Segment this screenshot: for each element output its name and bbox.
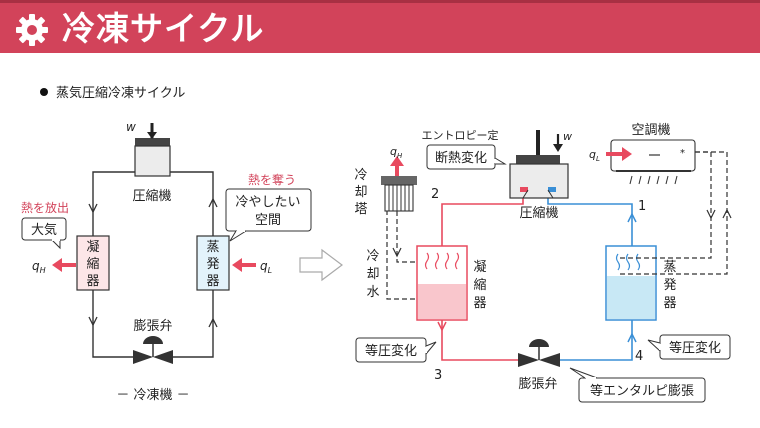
transition-arrow	[299, 248, 343, 282]
isenthalpic-label: 等エンタルピ膨張	[590, 383, 694, 399]
cool-space-line-1: 冷やしたい	[235, 195, 300, 210]
left-cycle: w 圧縮機 凝 縮 器 蒸 発 器 膨張弁 熱を放出 大気 qH 熱を奪う	[21, 120, 312, 403]
isenthalpic-callout	[578, 377, 706, 403]
left-condenser-char-3: 器	[86, 274, 99, 289]
aircon-loop	[620, 151, 728, 275]
left-evaporator-box	[196, 235, 230, 291]
tower-char-3: 塔	[354, 202, 367, 217]
right-condenser-char-1: 凝	[473, 259, 486, 275]
left-condenser-char-2: 縮	[86, 256, 99, 272]
right-evaporator	[605, 245, 657, 321]
left-expansion-valve	[133, 336, 173, 364]
left-loop-lines	[92, 171, 214, 358]
section-subtitle: 蒸気圧縮冷凍サイクル	[40, 82, 185, 101]
left-evaporator-char-1: 蒸	[206, 240, 219, 255]
isentropic-box-label: 断熱変化	[435, 150, 487, 166]
right-evaporator-char-1: 蒸	[663, 260, 676, 275]
right-valve-label: 膨張弁	[518, 377, 557, 392]
right-cycle: w 圧縮機 エントロピー定 断熱変化 2 1 3 4 qH	[354, 123, 732, 403]
cooling-water-char-1: 冷	[366, 249, 379, 264]
left-flow-arrows	[88, 197, 218, 328]
aircon-label: 空調機	[631, 123, 670, 138]
left-compressor-label: 圧縮機	[132, 188, 171, 204]
air-conditioner: *	[606, 139, 696, 185]
svg-text:*: *	[680, 148, 685, 159]
isobaric-right-label: 等圧変化	[669, 340, 721, 356]
left-evaporator-char-3: 器	[206, 274, 219, 289]
right-condenser-char-3: 器	[473, 296, 486, 311]
right-ql-symbol: qL	[589, 148, 600, 163]
right-evaporator-char-2: 発	[663, 278, 676, 293]
left-work-symbol: w	[126, 120, 136, 134]
isentropic-top-label: エントロピー定	[422, 128, 499, 142]
tower-char-2: 却	[354, 185, 367, 200]
point-2-label: 2	[431, 187, 439, 202]
right-work-symbol: w	[563, 130, 572, 143]
cooling-tower	[381, 156, 417, 212]
cool-space-line-2: 空間	[255, 213, 281, 228]
right-compressor	[509, 130, 569, 199]
point-4-label: 4	[635, 349, 643, 364]
left-condenser-box	[76, 235, 110, 291]
isentropic-callout	[426, 144, 496, 170]
bullet-icon	[40, 88, 48, 96]
left-caption: － 冷凍機 －	[116, 387, 189, 403]
left-compressor	[134, 123, 171, 177]
right-hot-lines	[441, 198, 524, 361]
right-evaporator-char-3: 器	[663, 296, 676, 311]
right-condenser	[416, 245, 468, 321]
right-condenser-char-2: 縮	[473, 277, 486, 293]
left-evaporator-char-2: 発	[206, 257, 219, 272]
cooling-water-char-2: 却	[366, 267, 379, 282]
tower-char-1: 冷	[354, 168, 367, 183]
left-qh-symbol: qH	[32, 259, 46, 275]
gear-icon	[16, 14, 48, 46]
heat-release-label: 熱を放出	[21, 200, 69, 215]
page-header: 冷凍サイクル	[0, 0, 760, 53]
left-ql-symbol: qL	[260, 259, 272, 275]
cooling-water-char-3: 水	[366, 285, 379, 300]
right-compressor-label: 圧縮機	[519, 205, 558, 221]
heat-take-label: 熱を奪う	[248, 172, 296, 187]
cool-space-callout	[225, 188, 312, 232]
left-valve-label: 膨張弁	[133, 319, 172, 334]
page-title: 冷凍サイクル	[62, 9, 265, 48]
air-label: 大気	[31, 222, 57, 238]
right-qh-symbol: qH	[390, 145, 403, 160]
left-condenser-char-1: 凝	[86, 239, 99, 255]
right-expansion-valve	[518, 339, 560, 367]
isobaric-left-label: 等圧変化	[365, 343, 417, 359]
air-callout	[21, 217, 67, 241]
point-1-label: 1	[638, 199, 646, 214]
point-3-label: 3	[434, 368, 442, 383]
